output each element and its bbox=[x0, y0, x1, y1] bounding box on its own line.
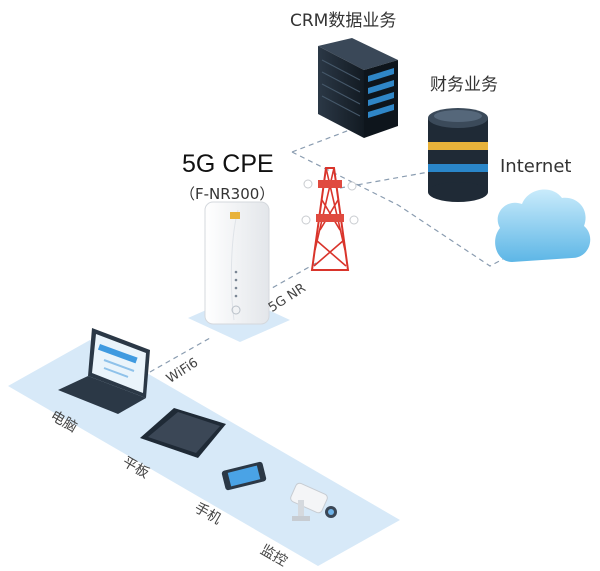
finance-label: 财务业务 bbox=[430, 75, 498, 95]
device-platform bbox=[8, 340, 400, 566]
laptop-icon bbox=[58, 328, 150, 414]
server-rack-icon bbox=[318, 38, 398, 138]
database-icon bbox=[428, 108, 488, 202]
router-icon bbox=[204, 201, 270, 325]
crm-label: CRM数据业务 bbox=[290, 11, 397, 31]
camera-icon bbox=[290, 482, 337, 521]
cpe-title: 5G CPE bbox=[182, 150, 274, 178]
tower-icon bbox=[301, 167, 359, 271]
cpe-model: （F-NR300） bbox=[180, 185, 275, 203]
cloud-icon bbox=[495, 189, 591, 262]
internet-label: Internet bbox=[500, 156, 572, 177]
tablet-icon bbox=[140, 408, 226, 458]
phone-icon bbox=[221, 461, 267, 491]
